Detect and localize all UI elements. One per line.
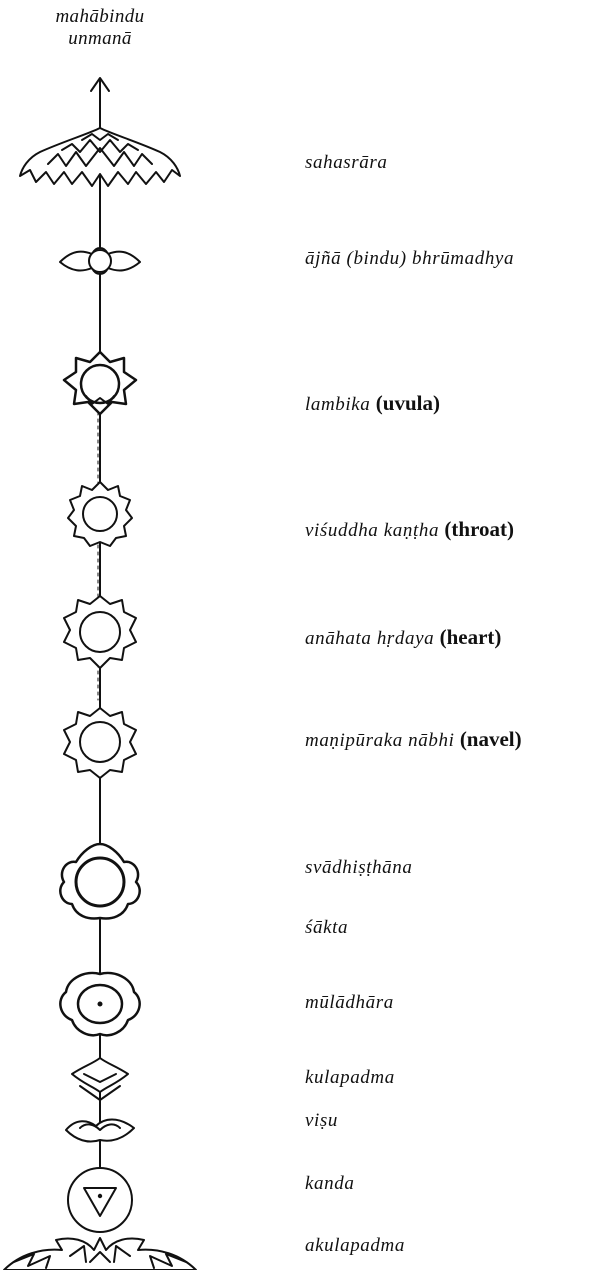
kanda-symbol: [67, 1167, 133, 1233]
visuddha-lotus: [67, 481, 133, 547]
ajna-label: ājñā (bindu) bhrūmadhya: [305, 248, 515, 269]
anahata-english: (heart): [439, 625, 502, 649]
visuddha-english: (throat): [444, 517, 515, 541]
lambika-label-text: lambika: [305, 394, 376, 415]
mahabindu-label: mahābindu: [55, 6, 145, 27]
lambika-english: (uvula): [375, 391, 440, 415]
manipuraka-english: (navel): [459, 727, 522, 751]
anahata-lotus: [63, 595, 137, 669]
svadhisthana-label: svādhiṣṭhāna: [305, 857, 413, 878]
lambika-lotus: [62, 350, 138, 416]
visuddha-label: viśuddha kaṇṭha (throat): [305, 518, 514, 542]
unmana-label: unmanā: [68, 28, 132, 49]
anahata-label-text: anāhata hṛdaya: [305, 628, 440, 649]
manipuraka-label-text: maṇipūraka nābhi: [305, 730, 460, 751]
svadhisthana-lotus: [59, 842, 141, 920]
chakra-diagram: [3, 77, 197, 1270]
kulapadma-lotus: [71, 1057, 129, 1101]
sahasrara-label: sahasrāra: [305, 152, 388, 173]
muladhara-label: mūlādhāra: [305, 992, 394, 1013]
kulapadma-label: kulapadma: [305, 1067, 395, 1088]
ajna-lotus: [59, 247, 141, 275]
akulapadma-lotus: [3, 1237, 197, 1270]
up-arrow-icon: [90, 77, 110, 121]
sahasrara-lotus: [19, 127, 181, 187]
muladhara-lotus: [59, 971, 141, 1037]
anahata-label: anāhata hṛdaya (heart): [305, 626, 501, 650]
sakta-label: śākta: [305, 917, 349, 938]
visuddha-label-text: viśuddha kaṇṭha: [305, 520, 445, 541]
visu-lotus: [65, 1118, 135, 1143]
kanda-label: kanda: [305, 1173, 355, 1194]
akulapadma-label: akulapadma: [305, 1235, 405, 1256]
lambika-label: lambika (uvula): [305, 392, 440, 416]
manipuraka-label: maṇipūraka nābhi (navel): [305, 728, 522, 752]
manipuraka-lotus: [63, 707, 137, 779]
visu-label: viṣu: [305, 1110, 339, 1131]
